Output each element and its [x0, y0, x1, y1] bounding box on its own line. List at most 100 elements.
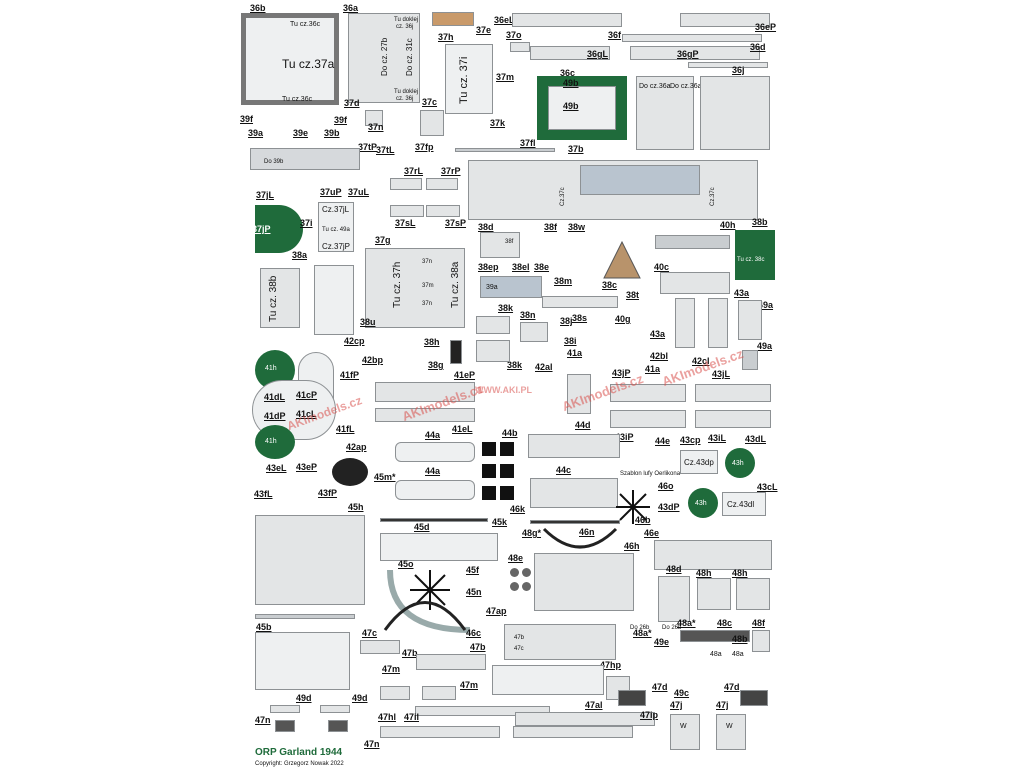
- part-37sP: [426, 205, 460, 217]
- watermark: WWW.AKI.PL: [475, 385, 532, 395]
- part-47ip: [513, 726, 633, 738]
- part-label: 37jL: [256, 190, 275, 200]
- part-label: 38c: [602, 280, 618, 290]
- inset-text: 37n: [422, 259, 433, 265]
- part-44a-bottom: [395, 480, 475, 500]
- part-label: 43dL: [745, 434, 767, 444]
- part-label: 44e: [655, 436, 671, 446]
- part-49a-2: [742, 350, 758, 370]
- part-37n: [365, 110, 383, 126]
- part-44b-6: [500, 486, 514, 500]
- part-label: 38b: [752, 217, 768, 227]
- part-46h: [534, 553, 634, 611]
- part-label: 47d: [724, 682, 740, 692]
- part-label: 47hl: [378, 712, 397, 722]
- part-label: 46o: [658, 481, 674, 491]
- part-47il: [415, 706, 550, 716]
- part-label: 37tL: [376, 145, 395, 155]
- part-label: 47n: [255, 715, 271, 725]
- part-label: 36gP: [677, 49, 699, 59]
- part-36j-b: [700, 76, 770, 150]
- part-47m-b: [422, 686, 456, 700]
- part-label: 49d: [352, 693, 368, 703]
- part-label: 36j: [732, 65, 745, 75]
- part-label: 45h: [348, 502, 364, 512]
- inset-text: Do cz. 27b: [380, 37, 389, 76]
- part-label: 36c: [560, 68, 576, 78]
- part-47-block2: [492, 665, 604, 695]
- part-47k: [255, 632, 350, 690]
- part-47b-block: [504, 624, 616, 660]
- part-48d: [658, 576, 690, 622]
- part-label: 43fP: [318, 488, 338, 498]
- footer-title: ORP Garland 1944: [255, 747, 343, 758]
- part-label: 44a: [425, 466, 441, 476]
- part-label: 46h: [624, 541, 640, 551]
- part-label: 37c: [422, 97, 438, 107]
- part-label: 38s: [572, 313, 588, 323]
- part-37j-card: [318, 202, 354, 252]
- watermark: AKImodels.cz: [660, 345, 746, 390]
- part-label: 46n: [579, 527, 595, 537]
- part-38d: [480, 232, 520, 258]
- part-38s-strip: [542, 296, 618, 308]
- part-label: 49c: [674, 688, 690, 698]
- part-38k-2: [476, 340, 510, 362]
- part-label: 36gL: [587, 49, 609, 59]
- part-label: 36a: [343, 3, 359, 13]
- part-label: 37sP: [445, 218, 467, 228]
- part-37rL: [390, 178, 422, 190]
- inset-text: Tu cz.36c: [282, 96, 313, 103]
- part-43a-a: [675, 298, 695, 348]
- part-44b-1: [482, 442, 496, 456]
- inset-text: 37n: [422, 301, 433, 307]
- part-label: 47hp: [600, 660, 622, 670]
- part-label: 46b: [635, 515, 651, 525]
- part-37g: [365, 248, 465, 328]
- part-36b: [241, 13, 339, 105]
- part-label: 46e: [644, 528, 660, 538]
- part-label: 43cp: [680, 435, 701, 445]
- inset-text: Do cz.36a: [639, 83, 671, 90]
- part-48e-dot: [510, 582, 519, 591]
- part-label: 38n: [520, 310, 536, 320]
- part-41fP: [375, 382, 475, 402]
- part-label: 49a: [758, 300, 774, 310]
- part-label: 47j: [670, 700, 683, 710]
- part-46n-arc: [542, 527, 618, 549]
- part-label: 37h: [438, 32, 454, 42]
- part-cz43dp: [680, 450, 718, 474]
- part-36gP: [630, 46, 760, 60]
- part-label: 39f: [334, 115, 348, 125]
- part-44b-3: [482, 464, 496, 478]
- inset-text: 43h: [695, 500, 707, 507]
- part-label: 43eP: [296, 462, 318, 472]
- part-37sL: [390, 205, 424, 217]
- part-label: 42cp: [344, 336, 365, 346]
- part-47b-row: [416, 654, 486, 670]
- part-label: 44a: [425, 430, 441, 440]
- inset-text: 43h: [732, 460, 744, 467]
- part-48e-dot: [522, 568, 531, 577]
- inset-text: 47b: [514, 635, 525, 641]
- part-45d: [380, 533, 498, 561]
- inset-text: Do 26b: [630, 625, 650, 631]
- inset-text: 48a: [732, 651, 744, 658]
- part-39b: [250, 148, 360, 170]
- inset-text: Cz.43dl: [727, 500, 755, 509]
- part-37fl-strip: [455, 148, 555, 152]
- part-label: 37uL: [348, 187, 370, 197]
- part-label: 47al: [585, 700, 603, 710]
- inset-text: Cz.37jL: [322, 205, 350, 214]
- part-44d: [528, 434, 620, 458]
- part-36eL: [512, 13, 622, 27]
- part-36gL: [530, 46, 610, 60]
- part-label: 44c: [556, 465, 572, 475]
- part-label: 43eL: [266, 463, 287, 473]
- part-label: 44d: [575, 420, 591, 430]
- part-46k-bar: [530, 520, 620, 524]
- part-48h-b: [736, 578, 770, 610]
- inset-text: Do cz.36a: [670, 83, 702, 90]
- part-label: 37sL: [395, 218, 416, 228]
- inset-text: Cz.43dp: [684, 458, 714, 467]
